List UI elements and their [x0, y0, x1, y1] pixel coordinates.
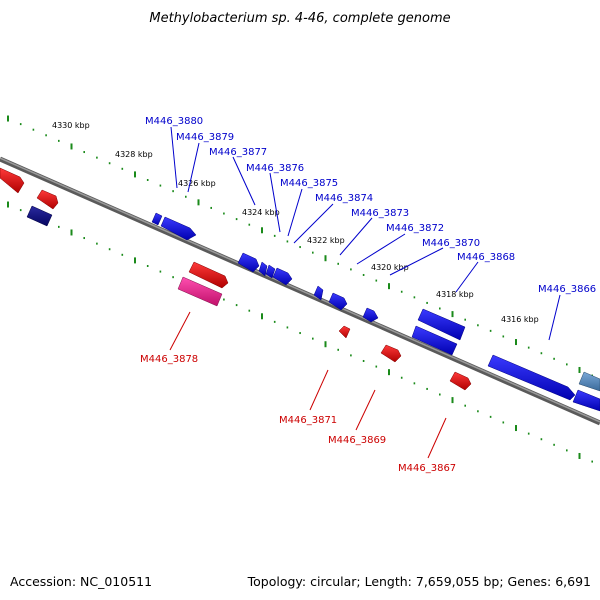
forward-gene-labels: M446_3880 M446_3879 M446_3877 M446_3876 … [145, 116, 596, 295]
gene-label[interactable]: M446_3868 [457, 252, 515, 263]
gene-arrow[interactable] [36, 189, 59, 210]
gene-arrow[interactable] [258, 261, 268, 277]
gene-arrow[interactable] [237, 252, 260, 273]
gene-label[interactable]: M446_3873 [351, 208, 409, 219]
gene-arrow[interactable] [572, 389, 600, 412]
tick-label: 4324 kbp [242, 208, 280, 217]
tick-label: 4322 kbp [307, 236, 345, 245]
gene-arrow[interactable] [151, 212, 163, 226]
map-title: Methylobacterium sp. 4-46, complete geno… [149, 11, 450, 26]
gene-arrow[interactable] [411, 325, 458, 356]
tick-label: 4330 kbp [52, 121, 90, 130]
reverse-gene-labels: M446_3878 M446_3871 M446_3869 M446_3867 [140, 354, 456, 474]
gene-arrow[interactable] [160, 216, 197, 241]
gene-label[interactable]: M446_3870 [422, 238, 480, 249]
reverse-leader-lines [169, 311, 447, 459]
gene-label[interactable]: M446_3869 [328, 435, 386, 446]
accession-text: Accession: NC_010511 [10, 574, 152, 589]
forward-leader-lines [170, 126, 561, 341]
backbone [0, 156, 600, 426]
gene-arrow[interactable] [177, 276, 223, 307]
gene-arrow[interactable] [487, 354, 576, 401]
gene-label[interactable]: M446_3878 [140, 354, 198, 365]
gene-arrow[interactable] [265, 264, 276, 279]
gene-arrow[interactable] [417, 308, 466, 341]
gene-label[interactable]: M446_3866 [538, 284, 596, 295]
gene-label[interactable]: M446_3874 [315, 193, 373, 204]
reverse-genes [0, 167, 472, 391]
gene-arrow[interactable] [362, 307, 379, 323]
gene-label[interactable]: M446_3871 [279, 415, 337, 426]
gene-arrow[interactable] [328, 292, 348, 311]
tick-label: 4316 kbp [501, 315, 539, 324]
tick-label: 4326 kbp [178, 179, 216, 188]
forward-genes [26, 205, 600, 412]
gene-label[interactable]: M446_3875 [280, 178, 338, 189]
tick-labels: 4330 kbp 4328 kbp 4326 kbp 4324 kbp 4322… [52, 121, 539, 324]
outer-tick-track [7, 115, 594, 377]
gene-arrow[interactable] [449, 371, 472, 391]
gene-arrow[interactable] [26, 205, 53, 227]
genome-summary-text: Topology: circular; Length: 7,659,055 bp… [247, 574, 591, 589]
gene-label[interactable]: M446_3872 [386, 223, 444, 234]
gene-arrow[interactable] [188, 261, 229, 289]
tick-label: 4318 kbp [436, 290, 474, 299]
gene-label[interactable]: M446_3877 [209, 147, 267, 158]
tick-label: 4320 kbp [371, 263, 409, 272]
gene-arrow[interactable] [578, 371, 600, 392]
gene-label[interactable]: M446_3867 [398, 463, 456, 474]
gene-arrow[interactable] [0, 167, 25, 194]
gene-label[interactable]: M446_3876 [246, 163, 304, 174]
gene-arrow[interactable] [338, 325, 351, 339]
gene-arrow[interactable] [313, 285, 324, 301]
gene-arrow[interactable] [272, 267, 293, 286]
gene-label[interactable]: M446_3879 [176, 132, 234, 143]
gene-arrow[interactable] [380, 344, 402, 363]
gene-label[interactable]: M446_3880 [145, 116, 203, 127]
tick-label: 4328 kbp [115, 150, 153, 159]
